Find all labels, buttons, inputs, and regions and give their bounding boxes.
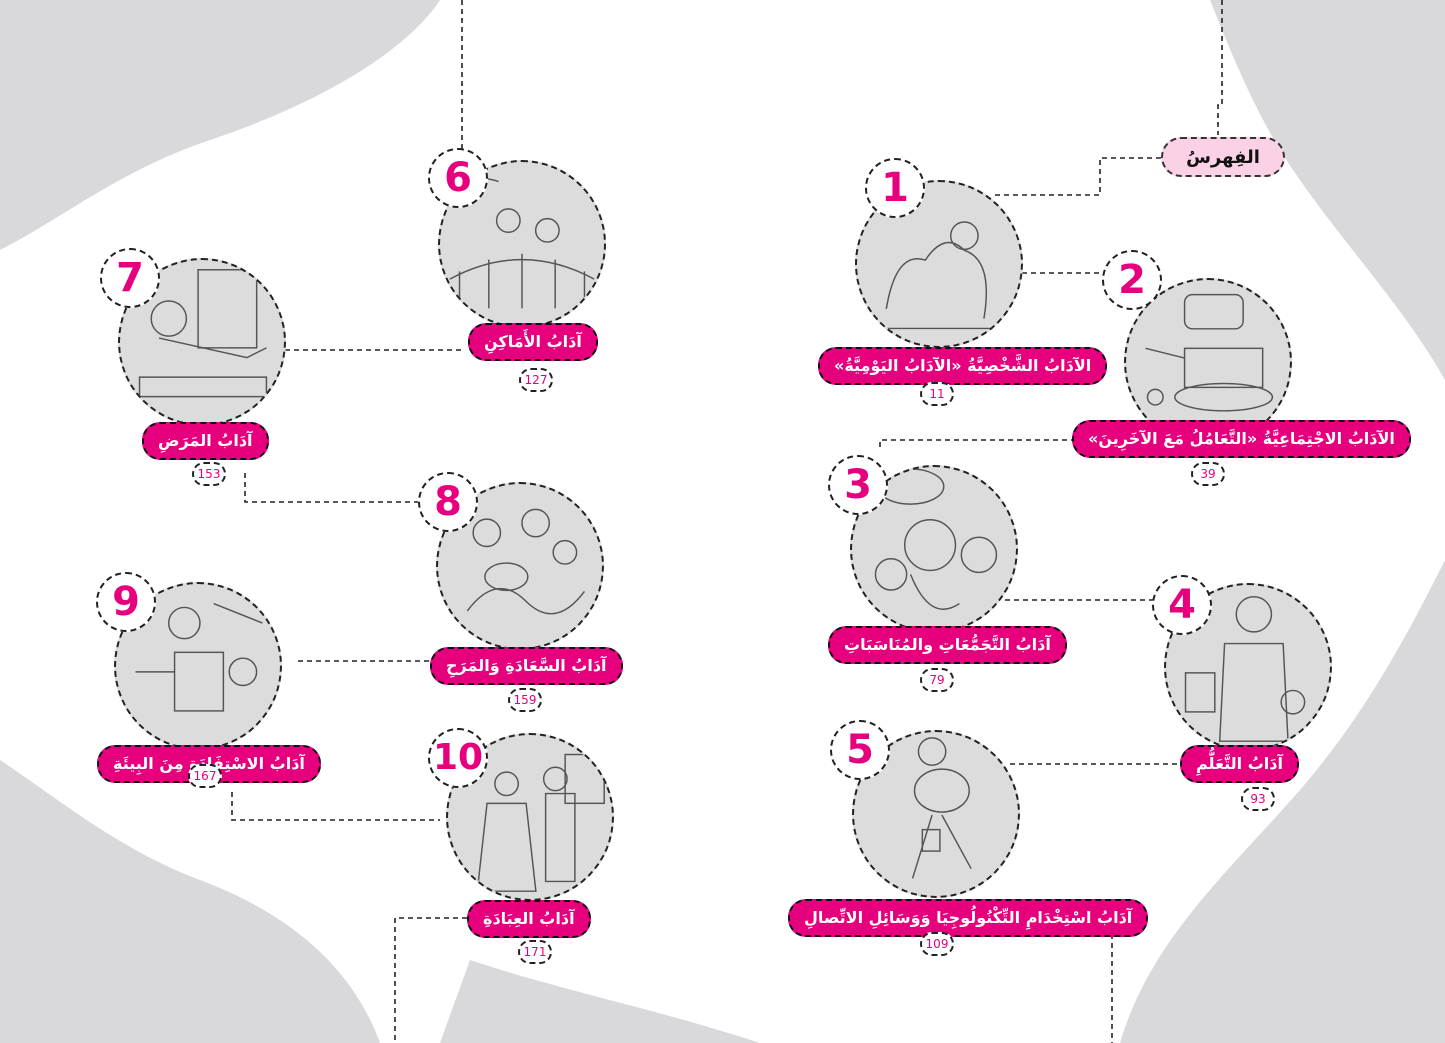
chapter-6-page[interactable]: 127 [519, 368, 553, 392]
chapter-2-number: 2 [1102, 250, 1162, 310]
chapter-5[interactable]: 5 [830, 720, 1030, 920]
chapter-1-page[interactable]: 11 [920, 382, 954, 406]
chapter-5-page[interactable]: 109 [920, 932, 954, 956]
chapter-1[interactable]: 1 [855, 158, 1055, 358]
chapter-10-number: 10 [428, 728, 488, 788]
chapter-1-title[interactable]: الآدَابُ الشَّخْصِيَّةُ «الآدَابُ اليَوْ… [818, 347, 1108, 385]
chapter-7-number: 7 [100, 248, 160, 308]
chapter-9-page[interactable]: 167 [188, 764, 222, 788]
chapter-7-page[interactable]: 153 [192, 462, 226, 486]
chapter-9[interactable]: 9 [96, 572, 296, 772]
chapter-1-number: 1 [865, 158, 925, 218]
chapter-3-number: 3 [828, 455, 888, 515]
chapter-8-page[interactable]: 159 [508, 688, 542, 712]
chapter-5-title[interactable]: آدَابُ اسْتِخْدَامِ التِّكْنُولُوجِيَا و… [788, 899, 1149, 937]
chapter-6[interactable]: 6 [428, 148, 628, 348]
chapter-5-number: 5 [830, 720, 890, 780]
chapter-8-number: 8 [418, 472, 478, 532]
chapter-8[interactable]: 8 [418, 472, 618, 672]
chapter-4-page[interactable]: 93 [1241, 787, 1275, 811]
chapter-2[interactable]: 2 [1102, 250, 1302, 450]
chapter-4-number: 4 [1152, 575, 1212, 635]
index-title-text: الفِهرسُ [1186, 146, 1260, 168]
chapter-2-title[interactable]: الآدَابُ الاجْتِمَاعِيَّةُ «التَّعَامُلُ… [1072, 420, 1411, 458]
chapter-8-title[interactable]: آدَابُ السَّعَادَةِ وَالمَرَحِ [430, 647, 623, 685]
chapter-10-page[interactable]: 171 [518, 940, 552, 964]
chapter-6-title[interactable]: آدَابُ الأَمَاكِنِ [468, 323, 598, 361]
index-title-badge: الفِهرسُ [1161, 137, 1285, 177]
chapter-2-page[interactable]: 39 [1191, 462, 1225, 486]
chapter-10[interactable]: 10 [428, 728, 628, 928]
chapter-7-title[interactable]: آدَابُ المَرَضِ [142, 422, 269, 460]
chapter-4[interactable]: 4 [1152, 575, 1352, 775]
chapter-3-title[interactable]: آدَابُ التَّجَمُّعَاتِ والمُنَاسَبَاتِ [828, 626, 1067, 664]
chapter-7[interactable]: 7 [100, 248, 300, 448]
chapter-3[interactable]: 3 [828, 455, 1028, 655]
chapter-2-illustration [1124, 278, 1292, 446]
chapter-10-title[interactable]: آدَابُ العِبَادَةِ [467, 900, 591, 938]
chapter-9-number: 9 [96, 572, 156, 632]
chapter-3-page[interactable]: 79 [920, 668, 954, 692]
chapter-4-title[interactable]: آدَابُ التَّعَلُّمِ [1180, 745, 1299, 783]
chapter-6-number: 6 [428, 148, 488, 208]
chapter-7-illustration [118, 258, 286, 426]
